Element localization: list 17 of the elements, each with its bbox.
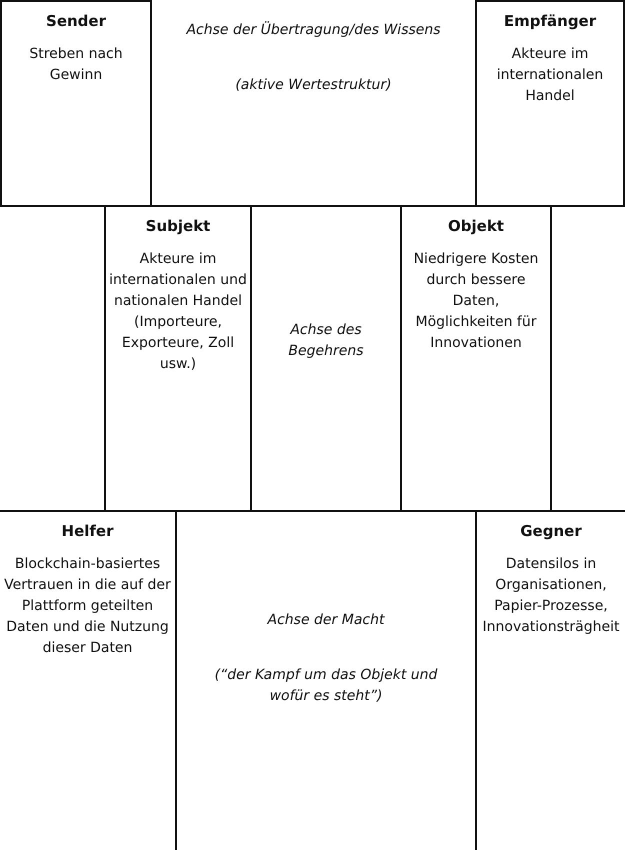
cell-heading: Objekt [447, 217, 505, 235]
cell-text: Akteure im internationalen Handel [496, 45, 604, 106]
cell-heading: Subjekt [144, 217, 212, 235]
cell-text: Akteure im internationalen und nationalen Handel (Importeure, Exporteure, Zoll usw.) [109, 250, 247, 374]
cell-heading: Sender [45, 12, 107, 30]
axis-label: Achse der Macht [266, 611, 386, 630]
axis-label: (aktive Wertestruktur) [234, 76, 393, 95]
axis-label: Achse der Übertragung/des Wissens [184, 20, 442, 40]
cell-text: Datensilos in Organisationen, Papier-Prozesse, Innovationsträgheit [482, 555, 620, 637]
axis-label: Achse des Begehrens [287, 321, 365, 361]
cell-heading: Empfänger [502, 12, 598, 30]
cell-text: Blockchain-basiertes Vertrauen in die auf der Plattform geteilten Daten und die Nutzung dieser Daten [3, 555, 172, 658]
cell-heading: Gegner [519, 522, 583, 540]
cell-text: Niedrigere Kosten durch bessere Daten, Möglichkeiten für Innovationen [412, 250, 540, 353]
axis-label: (“der Kampf um das Objekt und wofür es steht”) [214, 666, 438, 706]
cell-heading: Helfer [60, 522, 114, 540]
cell-text: Streben nach Gewinn [28, 45, 124, 85]
